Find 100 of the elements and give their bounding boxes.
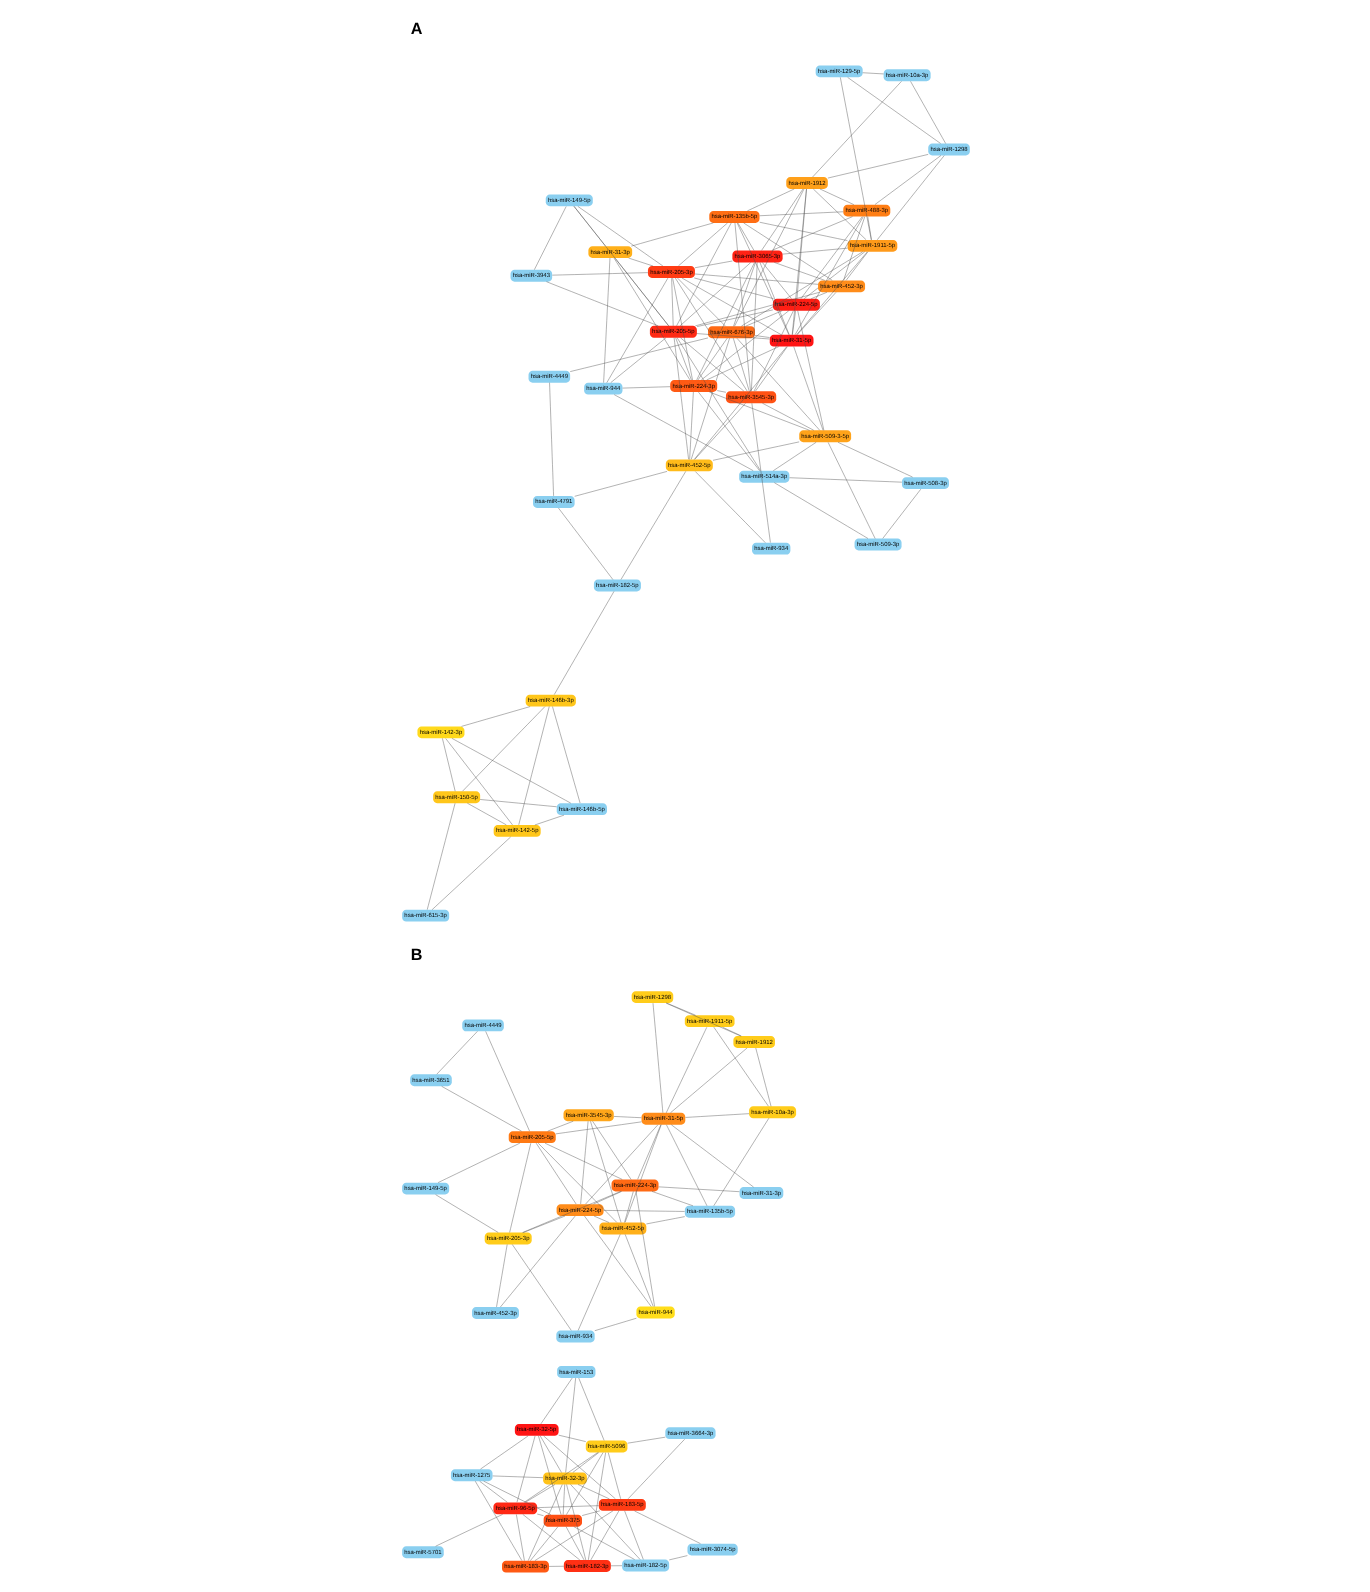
connector: [576, 1484, 609, 1500]
connector: [674, 277, 747, 392]
connector: [537, 1435, 561, 1515]
connector: [474, 1480, 522, 1561]
connector: [623, 1191, 633, 1223]
connector: [579, 1121, 588, 1205]
connector: [657, 1186, 739, 1192]
connector: [791, 188, 806, 335]
connector: [758, 211, 843, 216]
connector: [564, 1526, 584, 1561]
connector: [799, 216, 862, 299]
connector: [536, 1505, 598, 1508]
connector: [517, 706, 549, 825]
connector: [750, 262, 757, 392]
connector: [758, 262, 789, 335]
connector: [770, 216, 852, 251]
connector: [515, 1435, 535, 1503]
connector: [695, 333, 769, 340]
connector: [571, 1452, 599, 1473]
connector: [572, 206, 668, 327]
connector: [527, 1484, 562, 1561]
connector: [732, 337, 749, 392]
connector: [735, 338, 819, 431]
connector: [551, 272, 648, 276]
connector: [781, 247, 847, 255]
connector: [693, 260, 732, 268]
connector: [761, 262, 791, 299]
connector: [675, 222, 731, 326]
connector: [450, 738, 570, 804]
connector: [754, 346, 787, 392]
connector: [688, 391, 693, 460]
connector: [572, 1526, 634, 1560]
connector: [461, 706, 545, 792]
connector: [760, 188, 803, 251]
connector: [811, 81, 901, 178]
label: A: [409, 19, 422, 38]
connector: [679, 337, 744, 392]
connector: [587, 1452, 605, 1561]
connector: [511, 1244, 571, 1331]
connector: [545, 281, 658, 327]
connector: [693, 346, 786, 460]
connector: [795, 292, 836, 335]
connector: [589, 1121, 621, 1223]
connector: [665, 1002, 695, 1016]
connector: [572, 206, 605, 247]
connector: [696, 337, 727, 381]
connector: [700, 310, 789, 381]
connector: [536, 1142, 616, 1223]
connector: [695, 309, 773, 327]
connector: [444, 738, 512, 826]
connector: [866, 216, 871, 241]
connector: [750, 403, 770, 543]
connector: [693, 403, 745, 460]
connector: [589, 1510, 619, 1561]
connector: [740, 251, 862, 327]
connector: [678, 262, 750, 326]
connector: [742, 222, 832, 281]
connector: [712, 1118, 769, 1206]
connector: [744, 310, 782, 327]
connector: [690, 337, 729, 460]
connector: [499, 1215, 575, 1308]
connector: [564, 1377, 575, 1473]
connector: [521, 1191, 620, 1233]
connector: [664, 1002, 740, 1037]
connector: [478, 799, 556, 807]
connector: [665, 1124, 707, 1207]
connector: [592, 1191, 621, 1205]
connector: [557, 1434, 585, 1442]
connector: [676, 337, 760, 471]
connector: [674, 337, 691, 381]
connector: [672, 337, 688, 460]
connector: [522, 1215, 565, 1233]
connector: [758, 222, 847, 241]
connector: [630, 222, 713, 247]
connector: [580, 1510, 599, 1516]
connector: [693, 277, 773, 299]
connector: [839, 77, 871, 241]
connector: [602, 257, 610, 383]
connector: [634, 1191, 654, 1307]
connector: [543, 1142, 622, 1180]
connector: [752, 310, 793, 392]
connector: [844, 251, 868, 281]
connector: [434, 1514, 502, 1547]
connector: [565, 1452, 603, 1515]
connector: [676, 277, 725, 327]
connector: [561, 1484, 564, 1515]
connector: [693, 273, 818, 285]
connector: [623, 1124, 661, 1223]
connector: [671, 277, 692, 381]
connector: [605, 277, 668, 383]
connector: [569, 1484, 640, 1560]
connector: [523, 1452, 597, 1503]
connector: [569, 337, 708, 372]
label: B: [409, 945, 422, 964]
connector: [705, 346, 778, 381]
connector: [721, 1026, 741, 1037]
connector: [636, 1124, 661, 1180]
connector: [809, 292, 827, 299]
connector: [697, 391, 759, 471]
connector: [612, 257, 690, 381]
